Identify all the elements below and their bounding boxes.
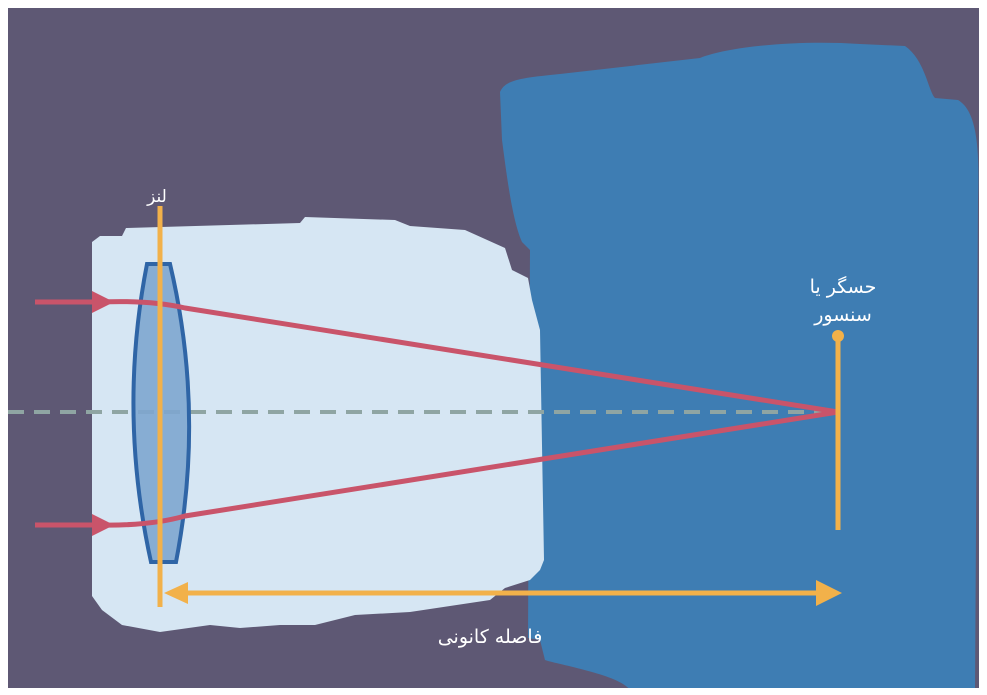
- camera-body: [500, 42, 979, 688]
- sensor-label-line2: سنسور: [813, 304, 872, 326]
- focal-arrowhead-right: [816, 580, 842, 606]
- lens-label: لنز: [146, 187, 167, 207]
- sensor-dot: [832, 330, 844, 342]
- upper-ray-arrowhead: [92, 291, 114, 313]
- focal-arrowhead-left: [164, 582, 188, 604]
- lower-ray-arrowhead: [92, 514, 114, 536]
- lens-barrel: [92, 217, 544, 632]
- sensor-label-line1: حسگر یا: [810, 275, 877, 298]
- focal-length-label: فاصله کانونی: [438, 626, 543, 648]
